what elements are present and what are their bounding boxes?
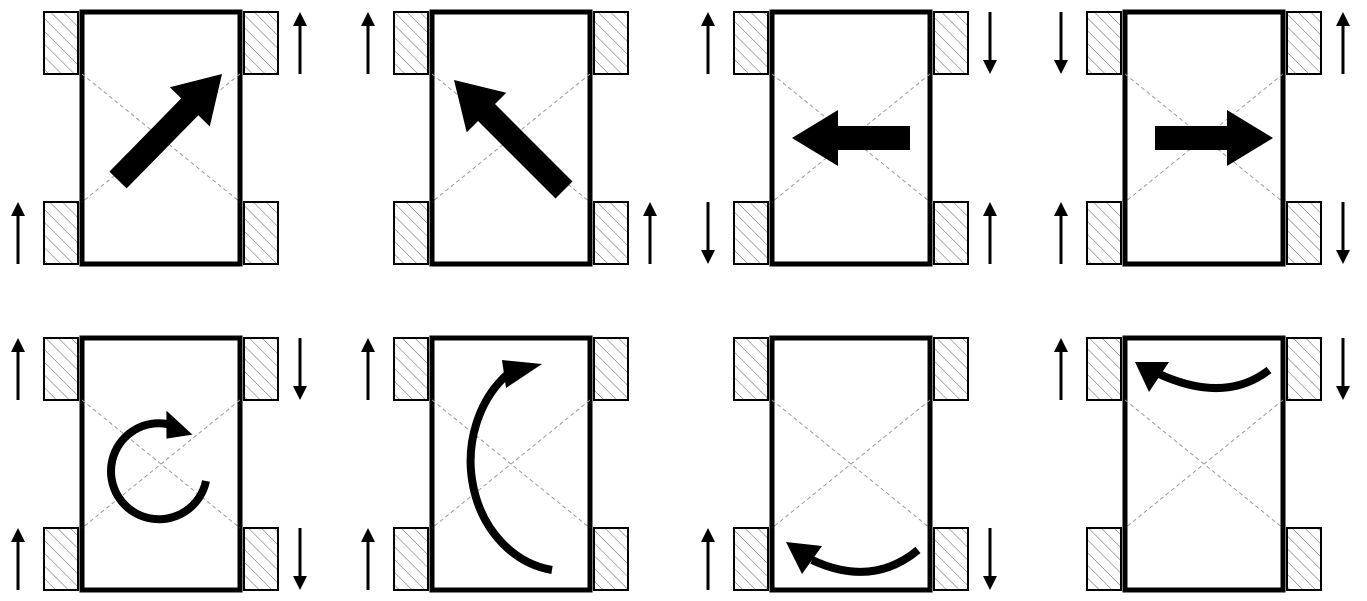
panel-rotate-clockwise <box>11 335 307 593</box>
arrow-front-right-up <box>293 12 307 74</box>
wheel-front-left <box>1086 337 1122 401</box>
wheel-front-right <box>933 337 969 401</box>
arrow-front-right-down <box>1336 338 1350 400</box>
wheel-front-left <box>733 11 769 75</box>
arrow-front-right-down <box>293 338 307 400</box>
wheel-rear-left <box>733 201 769 265</box>
arrow-front-right-down <box>983 12 997 74</box>
wheel-rear-right <box>593 201 629 265</box>
arrow-rear-left-up <box>11 528 25 590</box>
wheel-rear-left <box>43 201 79 265</box>
wheel-front-left <box>393 337 429 401</box>
arrow-rear-left-down <box>701 202 715 264</box>
wheel-front-left <box>393 11 429 75</box>
arrow-rear-right-down <box>983 528 997 590</box>
wheel-rear-right <box>593 527 629 591</box>
wheel-rear-left <box>1086 527 1122 591</box>
wheel-rear-right <box>1286 527 1322 591</box>
wheel-rear-right <box>243 201 279 265</box>
wheel-front-right <box>1286 337 1322 401</box>
motion-arc-right <box>466 360 553 574</box>
wheel-rear-right <box>243 527 279 591</box>
wheel-front-left <box>733 337 769 401</box>
arrow-rear-left-up <box>1054 202 1068 264</box>
arrow-front-left-up <box>361 338 375 400</box>
arrow-front-left-up <box>1054 338 1068 400</box>
motion-arrow-up-right <box>109 74 222 189</box>
wheel-rear-right <box>933 527 969 591</box>
arrow-rear-right-up <box>643 202 657 264</box>
arrow-front-left-up <box>11 338 25 400</box>
arrow-rear-right-down <box>1336 202 1350 264</box>
wheel-front-right <box>933 11 969 75</box>
wheel-front-right <box>243 11 279 75</box>
wheel-rear-right <box>933 201 969 265</box>
wheel-rear-right <box>1286 201 1322 265</box>
panel-front-pivot <box>1054 335 1350 593</box>
motion-arc-top <box>1135 362 1272 392</box>
arrow-rear-right-down <box>293 528 307 590</box>
arrow-front-left-down <box>1054 12 1068 74</box>
arrow-rear-left-up <box>11 202 25 264</box>
arrow-front-left-up <box>361 12 375 74</box>
panel-turn-right <box>361 335 629 593</box>
chassis-body <box>1122 9 1286 267</box>
motion-arrow-up-left <box>454 80 573 199</box>
wheel-rear-left <box>733 527 769 591</box>
wheel-front-right <box>593 337 629 401</box>
panel-strafe-right <box>1054 9 1350 267</box>
panels <box>11 9 1350 593</box>
wheel-front-right <box>243 337 279 401</box>
arrow-front-right-up <box>1336 12 1350 74</box>
chassis-body <box>429 9 593 267</box>
wheel-front-left <box>43 11 79 75</box>
wheel-front-right <box>593 11 629 75</box>
wheel-rear-left <box>1086 201 1122 265</box>
panel-strafe-left <box>701 9 997 267</box>
arrow-rear-left-up <box>701 528 715 590</box>
arrow-front-left-up <box>701 12 715 74</box>
wheel-rear-left <box>43 527 79 591</box>
wheel-front-left <box>43 337 79 401</box>
motion-arc-bottom <box>786 542 921 576</box>
chassis-body <box>1122 335 1286 593</box>
wheel-front-right <box>1286 11 1322 75</box>
wheel-rear-left <box>393 527 429 591</box>
wheel-front-left <box>1086 11 1122 75</box>
chassis-body <box>79 9 243 267</box>
motion-rotate-cw <box>107 410 210 524</box>
chassis-body <box>769 9 933 267</box>
motion-arrow-right <box>1155 110 1273 166</box>
motion-arrow-left <box>792 110 910 166</box>
panel-diag-forward-left <box>361 9 657 267</box>
panel-diag-forward-right <box>11 9 307 267</box>
arrow-rear-right-up <box>983 202 997 264</box>
chassis-body <box>429 335 593 593</box>
chassis-body <box>769 335 933 593</box>
wheel-rear-left <box>393 201 429 265</box>
chassis-body <box>79 335 243 593</box>
arrow-rear-left-up <box>361 528 375 590</box>
panel-rear-pivot <box>701 335 997 593</box>
